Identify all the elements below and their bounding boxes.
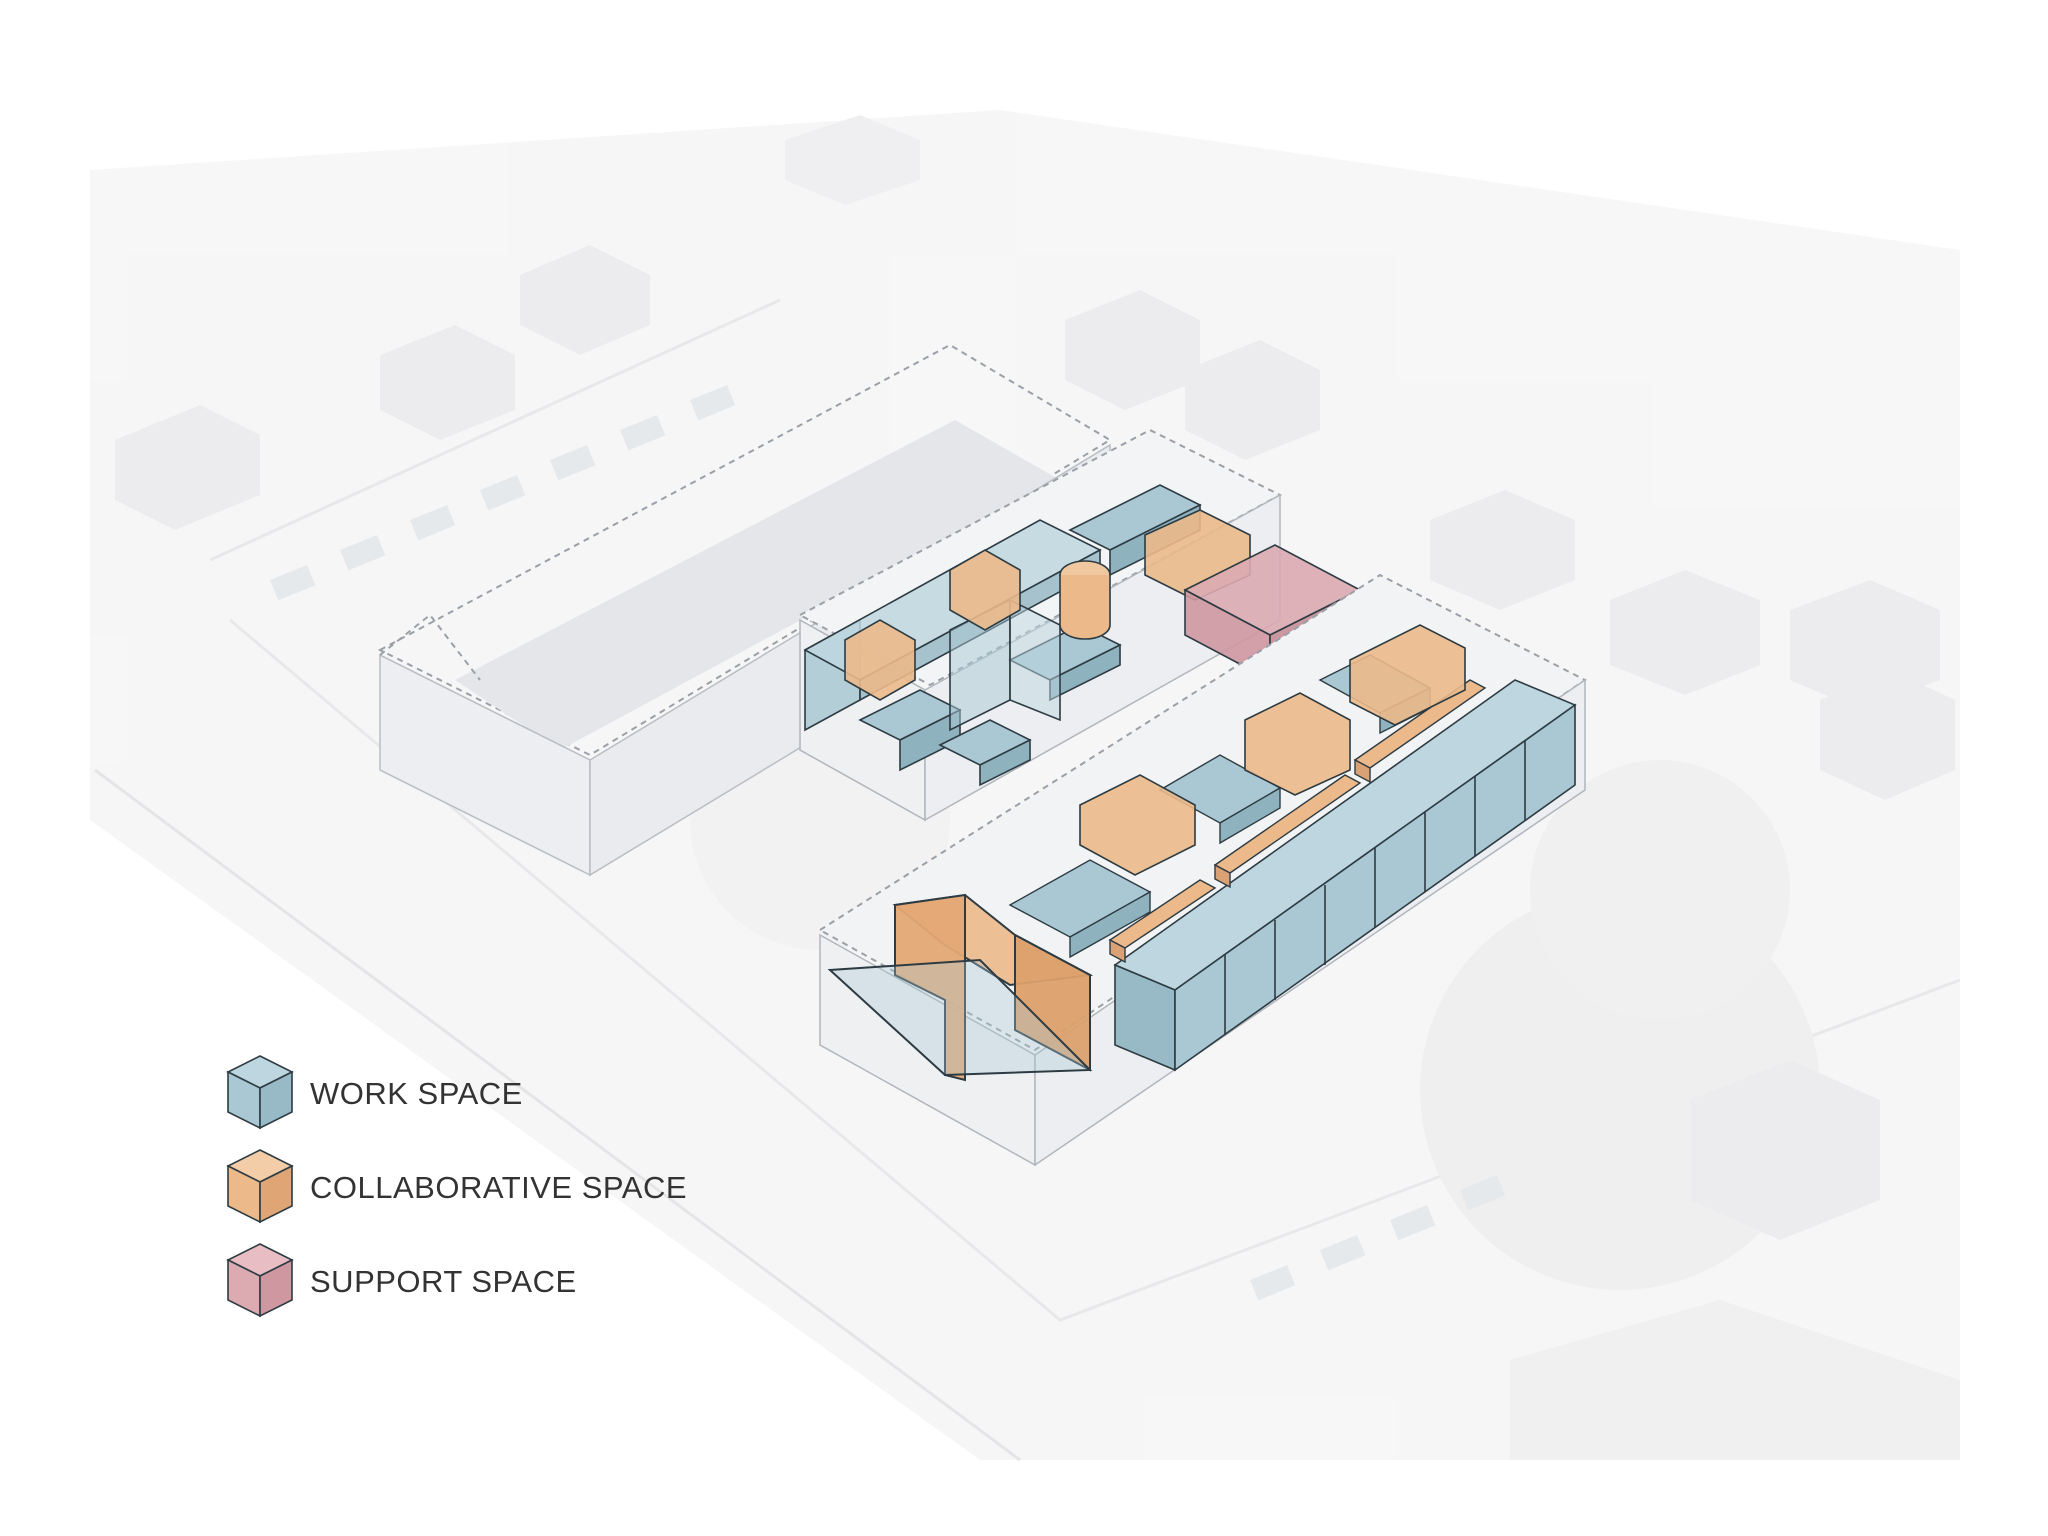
work-box-row — [979, 738, 1031, 787]
gable-hall-base — [827, 958, 1093, 1077]
collab-strip — [1109, 938, 1126, 964]
context-building — [115, 405, 260, 530]
collab-strip — [1354, 758, 1371, 784]
context-building — [1065, 290, 1200, 410]
context-building — [380, 325, 515, 440]
legend-item-work: WORK SPACE — [224, 1052, 744, 1132]
tree-canopy — [1530, 760, 1790, 1020]
warehouse-west-floor — [455, 420, 1060, 750]
legend-label-collaborative: COLLABORATIVE SPACE — [310, 1170, 688, 1205]
south-collab-strips — [1108, 679, 1487, 964]
parking-stalls — [270, 385, 1506, 1301]
context-building — [1430, 490, 1575, 610]
street-line — [94, 768, 1021, 1462]
context-building — [1610, 570, 1760, 695]
legend-item-collaborative: COLLABORATIVE SPACE — [224, 1146, 744, 1226]
work-grid — [1069, 890, 1151, 959]
south-work-cubes — [1113, 679, 1577, 1072]
building-south — [818, 573, 1587, 1167]
work-box-frame — [1009, 598, 1061, 722]
collab-box — [949, 549, 1021, 631]
collab-box — [844, 619, 916, 701]
collab-block — [1079, 774, 1196, 876]
collab-block — [1349, 624, 1466, 726]
context-building — [785, 115, 920, 205]
collab-block — [1244, 692, 1351, 796]
legend-label-work: WORK SPACE — [310, 1076, 523, 1111]
building-north — [797, 428, 1283, 822]
context-building — [520, 245, 650, 355]
legend-label-support: SUPPORT SPACE — [310, 1264, 577, 1299]
collab-cylinder — [1059, 575, 1111, 640]
site-context — [90, 110, 1961, 1462]
context-building — [1510, 1300, 1960, 1460]
street-line — [209, 298, 781, 562]
collaborative-space-cube-icon — [226, 1149, 294, 1224]
south-collab-blocks — [1079, 624, 1466, 876]
collab-strip — [1214, 863, 1231, 889]
context-building — [1185, 340, 1320, 460]
legend-item-support: SUPPORT SPACE — [224, 1240, 744, 1320]
support-space-cube-icon — [226, 1243, 294, 1318]
context-building — [1690, 1060, 1880, 1240]
work-grid — [1219, 786, 1281, 845]
collab-gable-hall — [827, 893, 1094, 1082]
context-building — [1820, 670, 1955, 800]
work-space-cube-icon — [226, 1055, 294, 1130]
